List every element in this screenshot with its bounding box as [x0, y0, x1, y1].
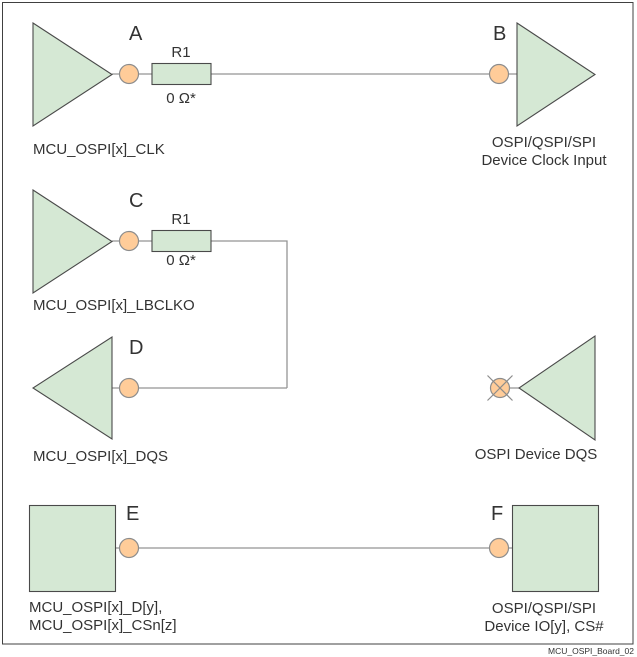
pin-d-marker-icon [118, 377, 140, 399]
data-net [28, 504, 600, 593]
dqs-source-label: MCU_OSPI[x]_DQS [33, 448, 169, 465]
data-source-label-line1: MCU_OSPI[x]_D[y], [29, 599, 163, 616]
pin-c-marker-icon [118, 230, 140, 252]
data-source-label-line2: MCU_OSPI[x]_CSn[z] [29, 617, 177, 634]
lbclko-driver-buffer-icon [32, 188, 114, 295]
device-dqs-driver-buffer-icon [518, 334, 596, 442]
lbclko-net [32, 188, 288, 388]
pin-label-c: C [129, 190, 144, 212]
lbclko-source-label: MCU_OSPI[x]_LBCLKO [33, 297, 195, 314]
clk-net [32, 21, 596, 128]
clk-receiver-buffer-icon [516, 21, 596, 128]
clk-dest-label: OSPI/QSPI/SPI Device Clock Input [481, 134, 606, 170]
pin-label-f: F [491, 503, 504, 525]
data-dest-label: OSPI/QSPI/SPI Device IO[y], CS# [484, 600, 603, 636]
device-io-block-icon [511, 504, 600, 593]
dqs-net [31, 334, 596, 442]
pin-label-e: E [126, 503, 140, 525]
clk-dest-label-line1: OSPI/QSPI/SPI [491, 134, 597, 151]
pin-f-marker-icon [488, 537, 510, 559]
resistor-value-clk: 0 Ω* [166, 90, 196, 107]
pin-label-b: B [493, 23, 507, 45]
data-dest-label-line2: Device IO[y], CS# [484, 618, 604, 635]
mcu-data-block-icon [28, 504, 117, 593]
resistor-ref-lbclko: R1 [171, 211, 191, 228]
dqs-dest-label: OSPI Device DQS [474, 446, 598, 463]
resistor-r1-clk-icon [151, 62, 212, 86]
data-source-label: MCU_OSPI[x]_D[y], MCU_OSPI[x]_CSn[z] [29, 599, 177, 635]
no-connect-icon [487, 375, 513, 401]
resistor-r1-lbclko-icon [151, 229, 212, 253]
pin-label-d: D [129, 337, 144, 359]
pin-label-a: A [129, 23, 143, 45]
pin-b-marker-icon [488, 63, 510, 85]
data-dest-label-line1: OSPI/QSPI/SPI [491, 600, 597, 617]
resistor-ref-clk: R1 [171, 44, 191, 61]
figure-border [2, 2, 634, 645]
resistor-value-lbclko: 0 Ω* [166, 252, 196, 269]
clk-driver-buffer-icon [32, 21, 114, 128]
pin-a-marker-icon [118, 63, 140, 85]
dqs-receiver-buffer-icon [31, 335, 113, 441]
pin-e-marker-icon [118, 537, 140, 559]
clk-dest-label-line2: Device Clock Input [481, 152, 607, 169]
clk-source-label: MCU_OSPI[x]_CLK [33, 141, 165, 158]
figure-tag: MCU_OSPI_Board_02 [548, 646, 634, 656]
